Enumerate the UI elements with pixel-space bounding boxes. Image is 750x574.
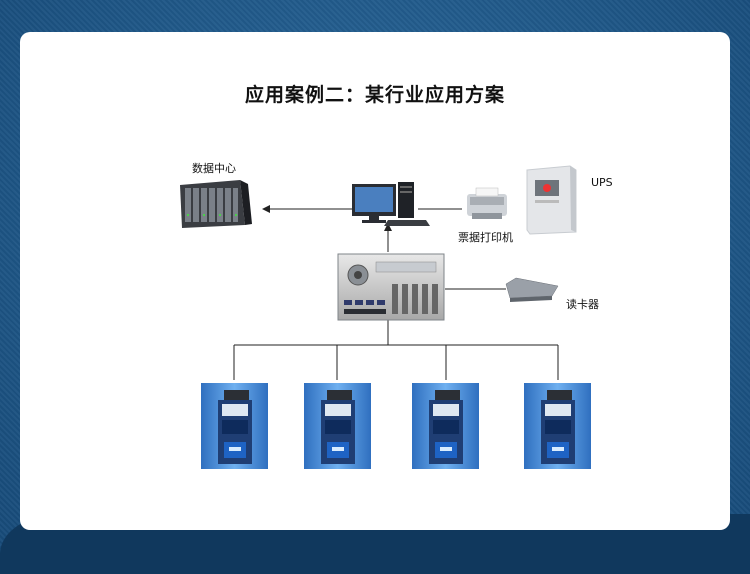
desktop-computer-icon (352, 182, 430, 226)
terminal-2 (304, 383, 371, 469)
terminal-3 (412, 383, 479, 469)
connections (233, 205, 559, 380)
printer-label: 票据打印机 (458, 231, 513, 244)
card-reader-icon (505, 277, 559, 302)
ups-icon (526, 165, 577, 235)
industrial-pc-icon (337, 253, 445, 321)
ups-label: UPS (591, 176, 613, 189)
terminal-4 (524, 383, 591, 469)
datacenter-label: 数据中心 (192, 162, 236, 175)
receipt-printer-icon (467, 187, 507, 219)
diagram-title: 应用案例二：某行业应用方案 (244, 84, 505, 106)
datacenter-server-icon (180, 180, 252, 228)
terminal-1 (201, 383, 268, 469)
cardreader-label: 读卡器 (566, 298, 599, 311)
